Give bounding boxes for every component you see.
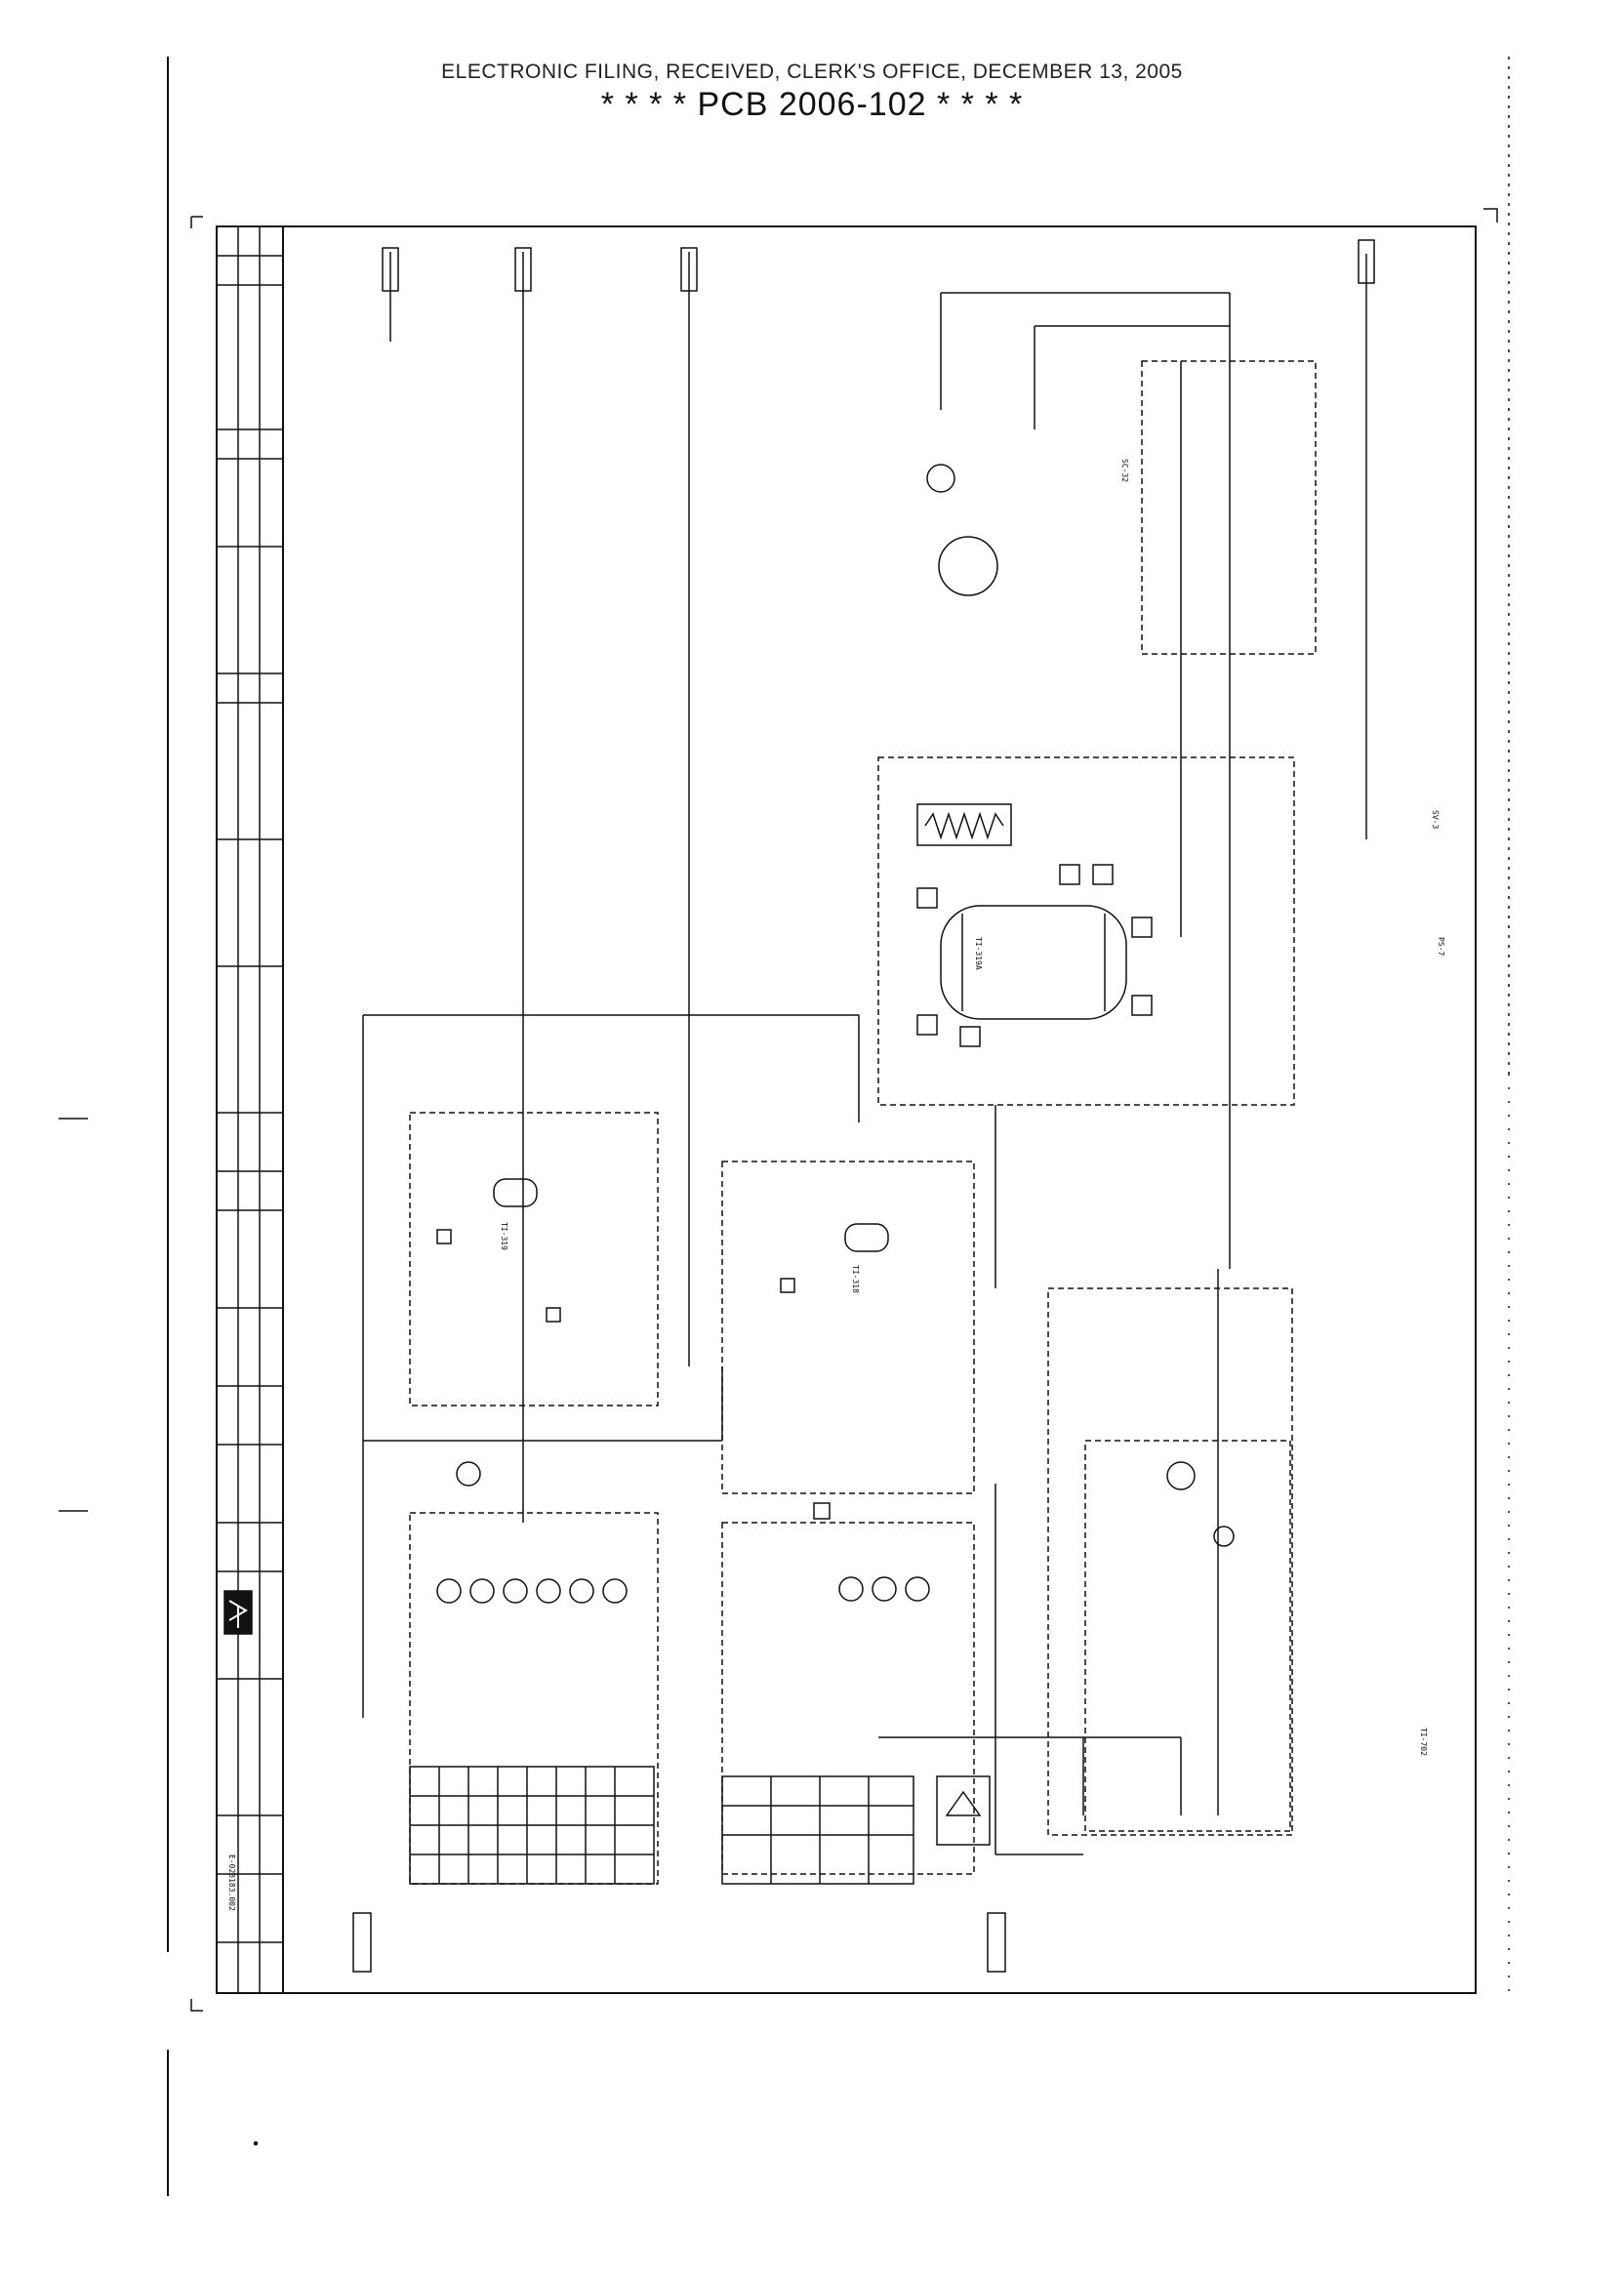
case-number-line: * * * * PCB 2006-102 * * * * <box>600 86 1024 123</box>
tag-ti-702: TI-702 <box>1419 1728 1428 1756</box>
drawing-number-text: E-028183.002 <box>227 1854 236 1911</box>
process-lines <box>362 252 1367 1855</box>
title-block <box>216 225 284 1994</box>
tag-ps-7: PS-7 <box>1437 937 1445 956</box>
corner-mark-top-left <box>190 216 203 228</box>
offpage-connectors <box>352 239 1375 1973</box>
corner-mark-bottom-left <box>190 1999 203 2012</box>
tag-ti-319a: TI-319A <box>974 937 983 970</box>
drawing-frame <box>216 225 1477 1994</box>
package-boundaries <box>409 360 1317 1885</box>
filing-stamp-line: ELECTRONIC FILING, RECEIVED, CLERK'S OFF… <box>441 61 1183 83</box>
valve-manifolds <box>409 1766 991 1885</box>
tag-sv-3: SV-3 <box>1431 810 1440 829</box>
corner-mark-top-right <box>1483 208 1498 223</box>
vessels <box>493 803 1127 1252</box>
scan-speck <box>253 2140 259 2146</box>
pumps <box>436 464 1235 1604</box>
drawing-annotations: E-028183.002 TI-319 TI-318 TI-319A SC-32… <box>227 459 1445 1911</box>
tag-ti-319: TI-319 <box>500 1222 508 1250</box>
tag-ti-318: TI-318 <box>851 1265 860 1293</box>
instrument-boxes <box>436 864 1153 1520</box>
tag-sc-32: SC-32 <box>1120 459 1129 482</box>
